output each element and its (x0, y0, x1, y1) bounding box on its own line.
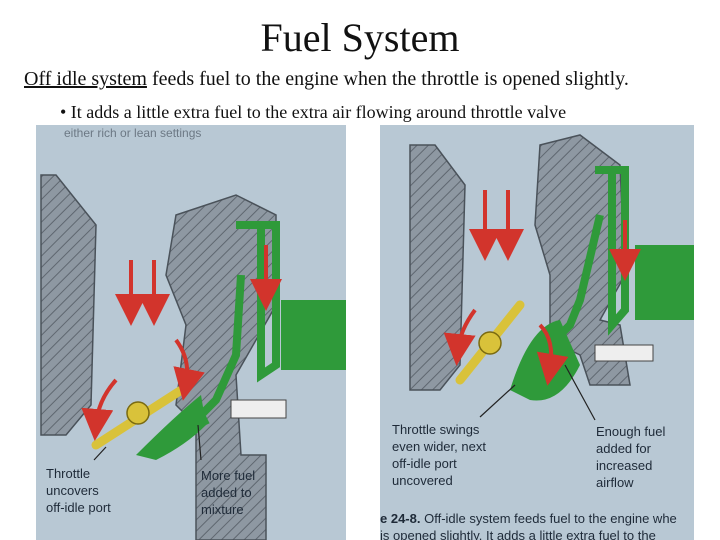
right-carburetor-illustration (409, 134, 694, 421)
label-pointer (93, 446, 107, 461)
left-carburetor-photo: either rich or lean settings Throttle un… (36, 125, 346, 540)
venturi-wall-left (40, 174, 97, 436)
figure-number: e 24-8. (380, 511, 421, 526)
label-pointer (564, 364, 596, 421)
throttle-shaft (478, 331, 502, 355)
caption-text-1: Off-idle system feeds fuel to the engine… (420, 511, 677, 526)
airflow-arrow (173, 338, 205, 401)
slide-subtitle: Off idle system feeds fuel to the engine… (24, 68, 629, 91)
airflow-arrow (443, 308, 477, 366)
airflow-arrow (536, 323, 569, 386)
throttle-shaft (126, 401, 150, 425)
right-carburetor-photo: Throttle swings even wider, next off-idl… (380, 125, 694, 540)
right-caption-line1: e 24-8. Off-idle system feeds fuel to th… (380, 510, 677, 527)
left-label-throttle: Throttle uncovers off-idle port (46, 466, 111, 515)
left-carburetor-illustration (40, 174, 346, 540)
mixture-screw (594, 344, 654, 362)
left-label-fuel: More fuel added to mixture (201, 468, 256, 517)
fuel-spray (136, 395, 206, 460)
venturi-wall-left (409, 144, 466, 391)
right-label-fuel: Enough fuel added for increased airflow (596, 424, 666, 490)
term-off-idle-system: Off idle system (24, 68, 147, 90)
fuel-bowl (281, 300, 346, 370)
slide-title: Fuel System (260, 15, 460, 60)
label-pointer (197, 424, 202, 461)
fuel-bowl (635, 245, 694, 320)
label-pointer (479, 384, 516, 418)
mixture-screw (230, 399, 287, 419)
left-top-text: either rich or lean settings (64, 126, 202, 140)
right-caption-line2: is opened slightly. It adds a little ext… (380, 528, 656, 540)
fuel-passage (236, 221, 280, 383)
right-label-throttle: Throttle swings even wider, next off-idl… (392, 422, 486, 488)
airflow-arrow (81, 378, 118, 441)
term-definition: feeds fuel to the engine when the thrott… (146, 68, 629, 90)
bullet-point: • It adds a little extra fuel to the ext… (60, 102, 567, 122)
